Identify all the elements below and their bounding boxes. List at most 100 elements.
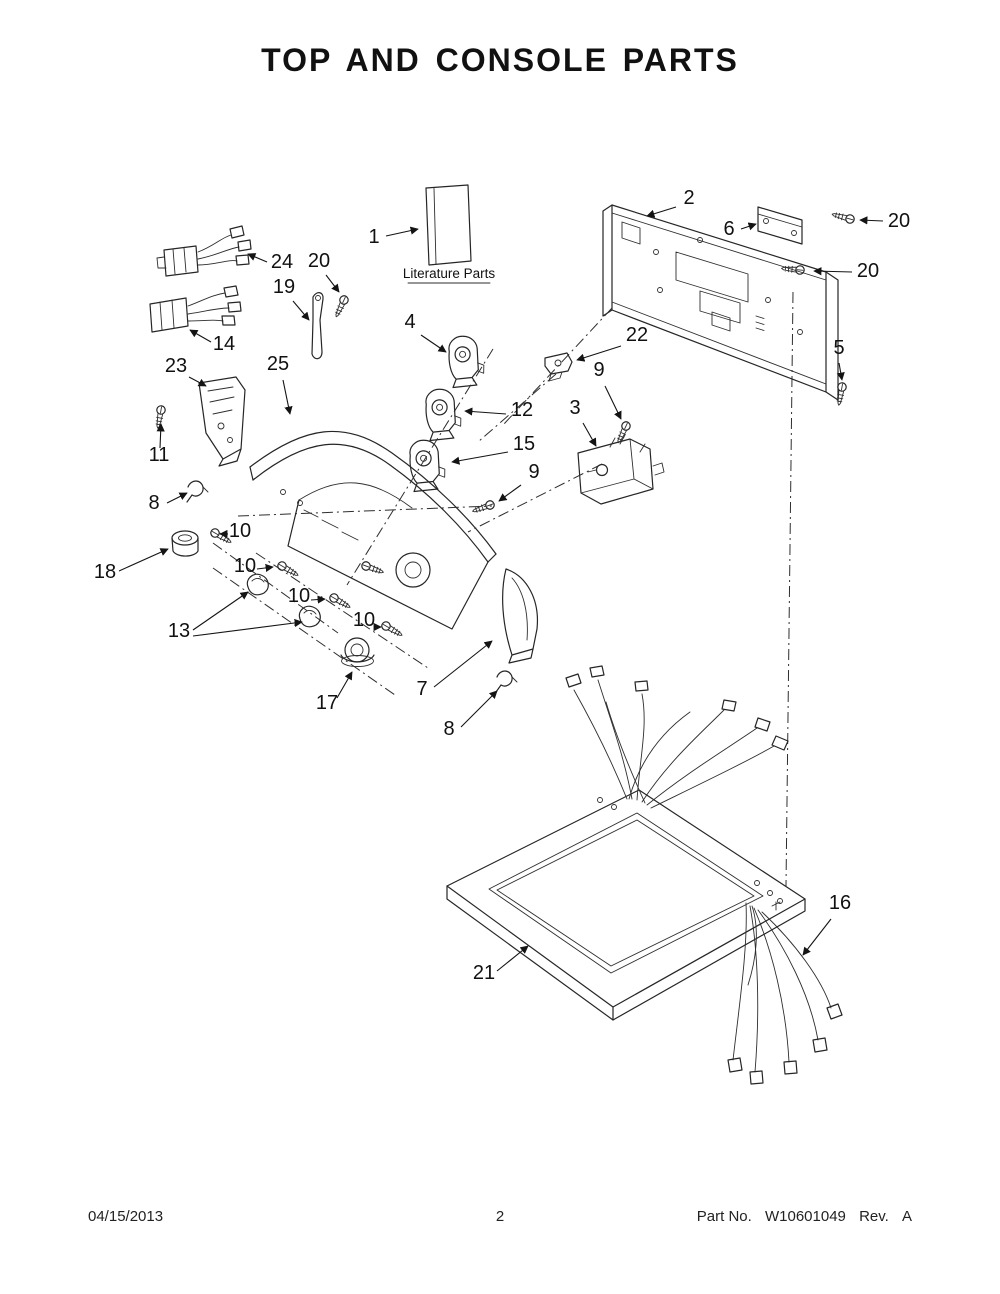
callout-leader-12 bbox=[464, 407, 507, 416]
callout-label-20: 20 bbox=[857, 260, 879, 282]
callout-leader-7 bbox=[433, 640, 493, 688]
callout-label-1: 1 bbox=[368, 226, 379, 248]
switch-drawing bbox=[544, 352, 573, 382]
callout-label-25: 25 bbox=[267, 353, 289, 375]
callout-label-21: 21 bbox=[473, 962, 495, 984]
callout-label-3: 3 bbox=[569, 397, 580, 419]
push-button-drawing bbox=[298, 605, 321, 628]
callout-leader-19 bbox=[292, 300, 310, 321]
callout-leader-16 bbox=[802, 918, 832, 956]
callout-label-4: 4 bbox=[404, 311, 415, 333]
callout-label-22: 22 bbox=[626, 324, 648, 346]
callout-label-9: 9 bbox=[593, 359, 604, 381]
wire-harness-bottom-drawing bbox=[727, 902, 843, 1085]
callout-leader-10 bbox=[310, 595, 326, 604]
literature-booklet-drawing bbox=[425, 184, 472, 266]
footer-part-number: W10601049 bbox=[765, 1208, 846, 1225]
callout-leader-24 bbox=[247, 253, 268, 263]
footer-page-number: 2 bbox=[495, 1208, 505, 1225]
callout-label-10: 10 bbox=[234, 555, 256, 577]
callout-leader-2 bbox=[646, 206, 677, 218]
screw-drawing bbox=[470, 499, 496, 516]
callout-label-10: 10 bbox=[288, 585, 310, 607]
callout-leader-3 bbox=[582, 422, 597, 447]
callout-label-17: 17 bbox=[316, 692, 338, 714]
callout-leader-9 bbox=[604, 385, 622, 420]
callout-label-8: 8 bbox=[148, 492, 159, 514]
callout-label-10: 10 bbox=[353, 609, 375, 631]
access-plate-drawing bbox=[757, 206, 803, 245]
knob-skirt-drawing bbox=[340, 637, 375, 667]
callout-leader-1 bbox=[385, 226, 419, 237]
callout-leader-20 bbox=[813, 267, 853, 276]
callout-label-23: 23 bbox=[165, 355, 187, 377]
callout-label-8: 8 bbox=[443, 718, 454, 740]
callout-leader-22 bbox=[576, 345, 622, 362]
top-panel-drawing bbox=[446, 789, 806, 1021]
footer-date: 04/15/2013 bbox=[88, 1208, 164, 1225]
callout-leader-11 bbox=[156, 423, 165, 449]
console-wire-bundle-drawing bbox=[565, 665, 789, 809]
callout-label-6: 6 bbox=[723, 218, 734, 240]
callout-label-24: 24 bbox=[271, 251, 293, 273]
console-panel-drawing bbox=[249, 430, 497, 630]
footer-rev-value: A bbox=[901, 1208, 912, 1225]
screw-drawing bbox=[153, 404, 167, 430]
callout-leader-20 bbox=[325, 274, 340, 293]
callout-label-11: 11 bbox=[149, 444, 170, 466]
callout-label-16: 16 bbox=[829, 892, 851, 914]
screw-drawing bbox=[830, 209, 856, 225]
knob-drawing bbox=[171, 530, 199, 557]
screw-drawing bbox=[379, 619, 405, 640]
callout-leader-20 bbox=[859, 216, 884, 225]
callout-label-14: 14 bbox=[213, 333, 235, 355]
console-rear-panel-drawing bbox=[602, 204, 839, 401]
callout-label-10: 10 bbox=[229, 520, 251, 542]
wire-harness-mid-drawing bbox=[149, 285, 242, 333]
screw-drawing bbox=[360, 560, 386, 577]
callout-leader-25 bbox=[282, 379, 293, 415]
callout-label-20: 20 bbox=[308, 250, 330, 272]
lever-clip-drawing bbox=[311, 292, 324, 360]
callout-label-2: 2 bbox=[683, 187, 694, 209]
callout-leader-9 bbox=[498, 484, 522, 502]
callout-label-9: 9 bbox=[528, 461, 539, 483]
switch-bracket-drawing bbox=[446, 333, 487, 389]
switch-bracket-drawing bbox=[423, 386, 464, 442]
callout-leader-5 bbox=[836, 362, 845, 381]
callout-label-19: 19 bbox=[273, 276, 295, 298]
centerline-group bbox=[212, 291, 794, 887]
callout-leader-21 bbox=[496, 945, 529, 972]
callout-leader-14 bbox=[189, 329, 212, 343]
retainer-clip-drawing bbox=[495, 670, 518, 693]
callout-leader-6 bbox=[740, 222, 757, 231]
wire-harness-top-drawing bbox=[156, 225, 252, 277]
callout-label-13: 13 bbox=[168, 620, 190, 642]
callout-label-7: 7 bbox=[416, 678, 427, 700]
callout-leader-4 bbox=[420, 334, 447, 353]
callout-leader-15 bbox=[451, 451, 509, 465]
callout-leader-8 bbox=[166, 492, 188, 504]
end-cap-right-drawing bbox=[502, 568, 539, 664]
callout-label-12: 12 bbox=[511, 399, 533, 421]
retainer-clip-drawing bbox=[186, 480, 209, 503]
callout-leader-23 bbox=[188, 376, 207, 387]
screw-drawing bbox=[327, 591, 353, 612]
callout-label-20: 20 bbox=[888, 210, 910, 232]
footer-part-label: Part No. bbox=[696, 1208, 752, 1225]
page-title: TOP AND CONSOLE PARTS bbox=[261, 42, 739, 78]
timer-drawing bbox=[577, 434, 665, 505]
footer-part-info: Part No. W10601049 Rev. A bbox=[697, 1208, 912, 1225]
callout-leader-13 bbox=[192, 618, 303, 637]
literature-parts-label: Literature Parts bbox=[403, 266, 496, 281]
callout-leader-8 bbox=[460, 690, 498, 728]
callout-label-15: 15 bbox=[513, 433, 535, 455]
screw-drawing bbox=[834, 381, 848, 407]
callout-leader-18 bbox=[118, 548, 169, 572]
callout-label-5: 5 bbox=[833, 337, 844, 359]
callout-leader-10 bbox=[256, 563, 274, 573]
end-cap-left-drawing bbox=[198, 376, 246, 467]
push-button-drawing bbox=[246, 573, 269, 596]
